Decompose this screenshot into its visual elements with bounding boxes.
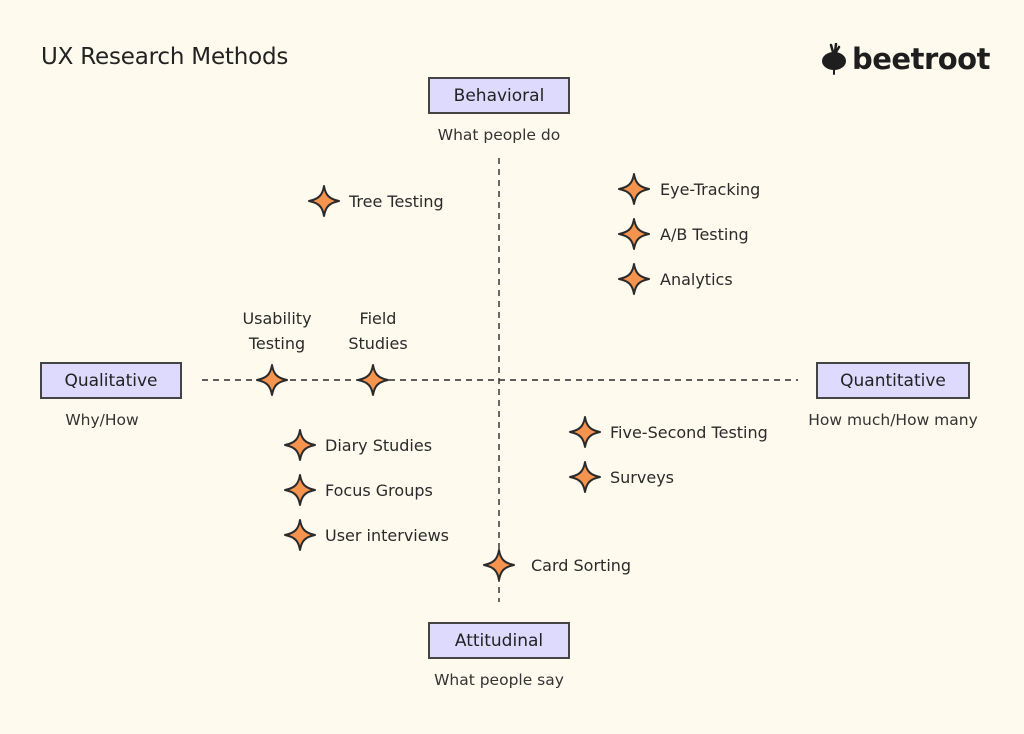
method-card-sorting: Card Sorting <box>531 556 632 575</box>
star-icon <box>255 363 289 397</box>
star-icon <box>617 217 651 251</box>
star-icon <box>283 428 317 462</box>
star-icon <box>283 473 317 507</box>
method-tree-testing: Tree Testing <box>349 192 444 211</box>
method-usability-testing-line2: Testing <box>248 334 306 353</box>
method-usability-testing-line1: Usability <box>242 309 312 328</box>
axis-left-qualitative: Qualitative <box>40 362 182 399</box>
method-diary-studies: Diary Studies <box>325 436 433 455</box>
star-icon <box>568 415 602 449</box>
method-eye-tracking: Eye-Tracking <box>660 180 761 199</box>
star-icon <box>307 184 341 218</box>
method-analytics: Analytics <box>660 270 733 289</box>
axis-top-behavioral: Behavioral <box>428 77 570 114</box>
axis-bottom-attitudinal: Attitudinal <box>428 622 570 659</box>
method-focus-groups: Focus Groups <box>325 481 433 500</box>
method-five-second-testing: Five-Second Testing <box>610 423 768 442</box>
method-ab-testing: A/B Testing <box>660 225 749 244</box>
axis-bottom-sub: What people say <box>434 671 564 689</box>
star-icon <box>568 460 602 494</box>
axis-right-sub: How much/How many <box>808 411 978 429</box>
star-icon <box>356 363 390 397</box>
star-icon <box>482 548 516 582</box>
method-field-studies-line2: Studies <box>348 334 408 353</box>
brand-name: beetroot <box>852 42 990 76</box>
axis-right-quantitative: Quantitative <box>816 362 970 399</box>
star-icon <box>283 518 317 552</box>
page-title: UX Research Methods <box>41 44 289 70</box>
method-field-studies-line1: Field <box>359 309 397 328</box>
method-user-interviews: User interviews <box>325 526 450 545</box>
star-icon <box>617 172 651 206</box>
star-icon <box>617 262 651 296</box>
beet-icon <box>822 43 846 75</box>
brand-logo: beetroot <box>820 42 990 76</box>
method-surveys: Surveys <box>610 468 674 487</box>
axis-left-sub: Why/How <box>65 411 139 429</box>
axis-top-sub: What people do <box>437 126 561 144</box>
